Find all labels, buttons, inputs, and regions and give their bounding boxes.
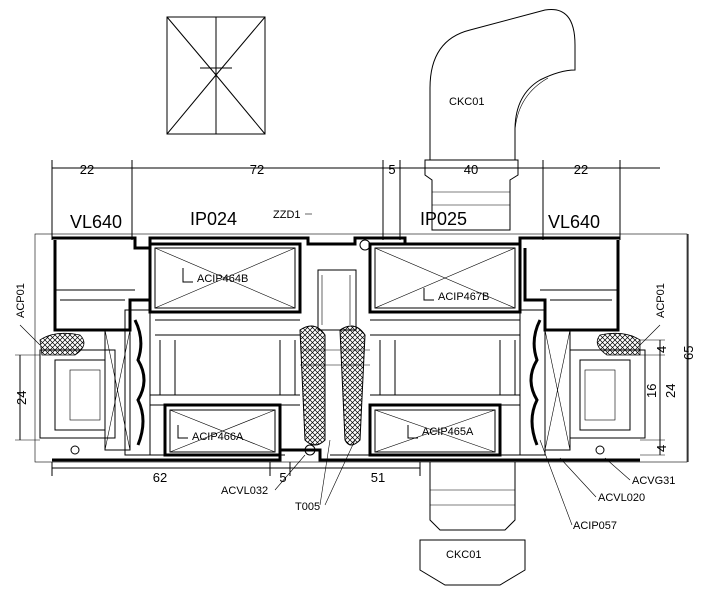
dim-right-24: 24 xyxy=(663,384,678,398)
handle-base-top xyxy=(424,159,519,231)
acip466a-label: ACIP466A xyxy=(192,431,244,443)
profile-ip024: IP024 xyxy=(190,209,237,229)
dim-gap-5: 5 xyxy=(388,162,395,177)
acip467b-label: ACIP467B xyxy=(438,291,489,303)
t005-label: T005 xyxy=(295,501,320,513)
profile-vl640-left: VL640 xyxy=(70,212,122,232)
acvl032-label: ACVL032 xyxy=(221,485,268,497)
ckc01-top-label: CKC01 xyxy=(449,96,484,108)
ckc01-bottom-label: CKC01 xyxy=(446,549,481,561)
dim-mid-40: 40 xyxy=(464,162,478,177)
top-dimension-line: 22 72 5 40 22 xyxy=(51,160,660,240)
acvg31-label: ACVG31 xyxy=(632,475,675,487)
dim-bottom-51: 51 xyxy=(371,470,385,485)
acip057-label: ACIP057 xyxy=(573,520,617,532)
profile-ip025: IP025 xyxy=(420,209,467,229)
dim-right-22: 22 xyxy=(574,162,588,177)
dim-right-4-bottom: 4 xyxy=(654,445,669,452)
handle-bottom-icon xyxy=(419,462,526,586)
right-dimensions: 65 4 24 16 4 xyxy=(640,234,696,462)
handle-top-icon xyxy=(429,8,576,160)
opening-symbol-icon xyxy=(166,16,266,135)
main-section xyxy=(34,233,688,463)
zzd1-label: ZZD1 xyxy=(273,209,301,221)
acip465a-label: ACIP465A xyxy=(422,426,474,438)
acp01-left-label: ACP01 xyxy=(15,283,27,318)
acip464b-label: ACIP464B xyxy=(197,273,248,285)
left-dimension-24: 24 xyxy=(14,354,40,441)
dim-bottom-5: 5 xyxy=(279,470,286,485)
acp01-right-label: ACP01 xyxy=(655,283,667,318)
dim-right-65: 65 xyxy=(681,346,696,360)
acvl020-label: ACVL020 xyxy=(598,492,645,504)
dim-right-4-top: 4 xyxy=(654,346,669,353)
profile-vl640-right: VL640 xyxy=(548,212,600,232)
dim-left-24: 24 xyxy=(14,391,29,405)
dim-right-16: 16 xyxy=(644,384,659,398)
dim-bottom-62: 62 xyxy=(153,470,167,485)
bottom-dimension-line: 62 5 51 xyxy=(51,462,421,485)
dim-left-22: 22 xyxy=(80,162,94,177)
dim-mid-72: 72 xyxy=(250,162,264,177)
